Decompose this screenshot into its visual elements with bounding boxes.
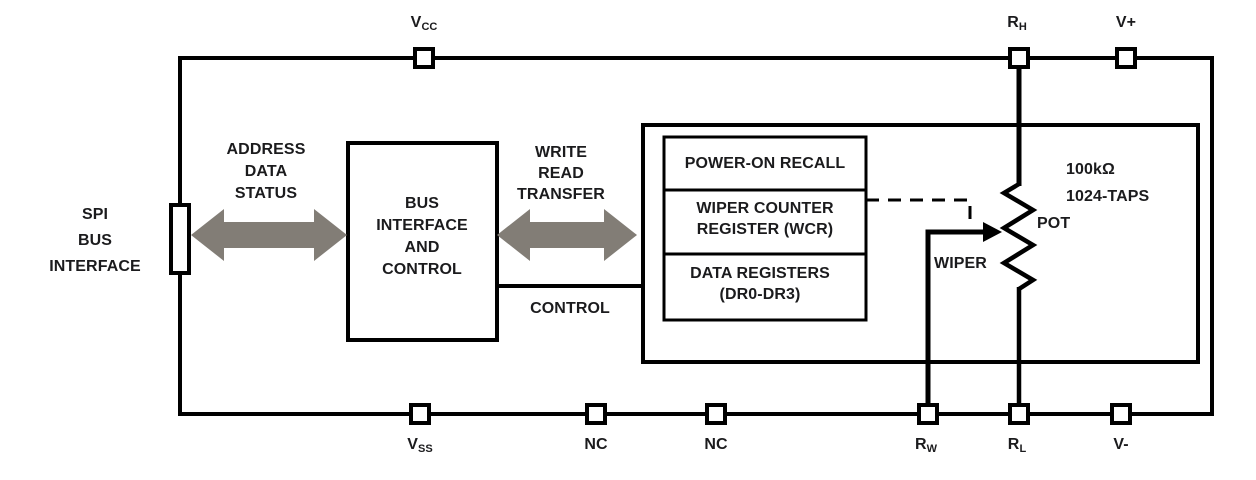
potentiometer-resistor <box>999 182 1038 291</box>
pin-label-rh: RH <box>1007 14 1027 33</box>
pin-rl <box>1008 403 1030 425</box>
pin-nc-2 <box>705 403 727 425</box>
pin-label-vplus: V+ <box>1115 14 1137 31</box>
pin-nc-1 <box>585 403 607 425</box>
register-cell-wcr: WIPER COUNTER REGISTER (WCR) <box>696 200 834 238</box>
spi-bus-pin <box>169 203 191 275</box>
register-cell-power-on-recall: POWER-ON RECALL <box>684 155 846 172</box>
pin-rw <box>917 403 939 425</box>
pot-taps-label: 1024-TAPS <box>1066 188 1150 205</box>
pin-label-nc-2: NC <box>704 436 728 453</box>
wcr-wiper-dashed-link <box>866 198 972 221</box>
pin-label-rl: RL <box>1007 436 1027 455</box>
pin-label-rw: RW <box>914 436 938 455</box>
pin-vss <box>409 403 431 425</box>
pot-resistance-label: 100kΩ <box>1066 161 1115 178</box>
pin-label-vss: VSS <box>407 436 433 455</box>
register-stack <box>662 135 868 322</box>
pin-vminus <box>1110 403 1132 425</box>
pin-label-vminus: V- <box>1113 436 1129 453</box>
address-data-status-arrow-icon <box>191 209 347 261</box>
pin-rh <box>1008 47 1030 69</box>
bus-block-label: BUS INTERFACE AND CONTROL <box>376 195 468 278</box>
register-cell-data-registers: DATA REGISTERS (DR0-DR3) <box>690 265 830 303</box>
wiper-label: WIPER <box>934 255 987 272</box>
control-label: CONTROL <box>530 300 610 317</box>
wiper-arrowhead-icon <box>983 222 1002 242</box>
pin-vplus <box>1115 47 1137 69</box>
wiper-arm <box>925 229 985 414</box>
pin-label-nc-1: NC <box>584 436 608 453</box>
pin-vcc <box>413 47 435 69</box>
pot-name-label: POT <box>1037 215 1071 232</box>
spi-bus-interface-label: SPI BUS INTERFACE <box>49 206 141 275</box>
address-data-status-label: ADDRESS DATA STATUS <box>226 141 306 202</box>
pin-label-vcc: VCC <box>410 14 438 33</box>
write-read-transfer-arrow-icon <box>497 209 637 261</box>
write-read-transfer-label: WRITE READ TRANSFER <box>517 144 605 203</box>
bus-interface-control-block <box>346 141 499 342</box>
